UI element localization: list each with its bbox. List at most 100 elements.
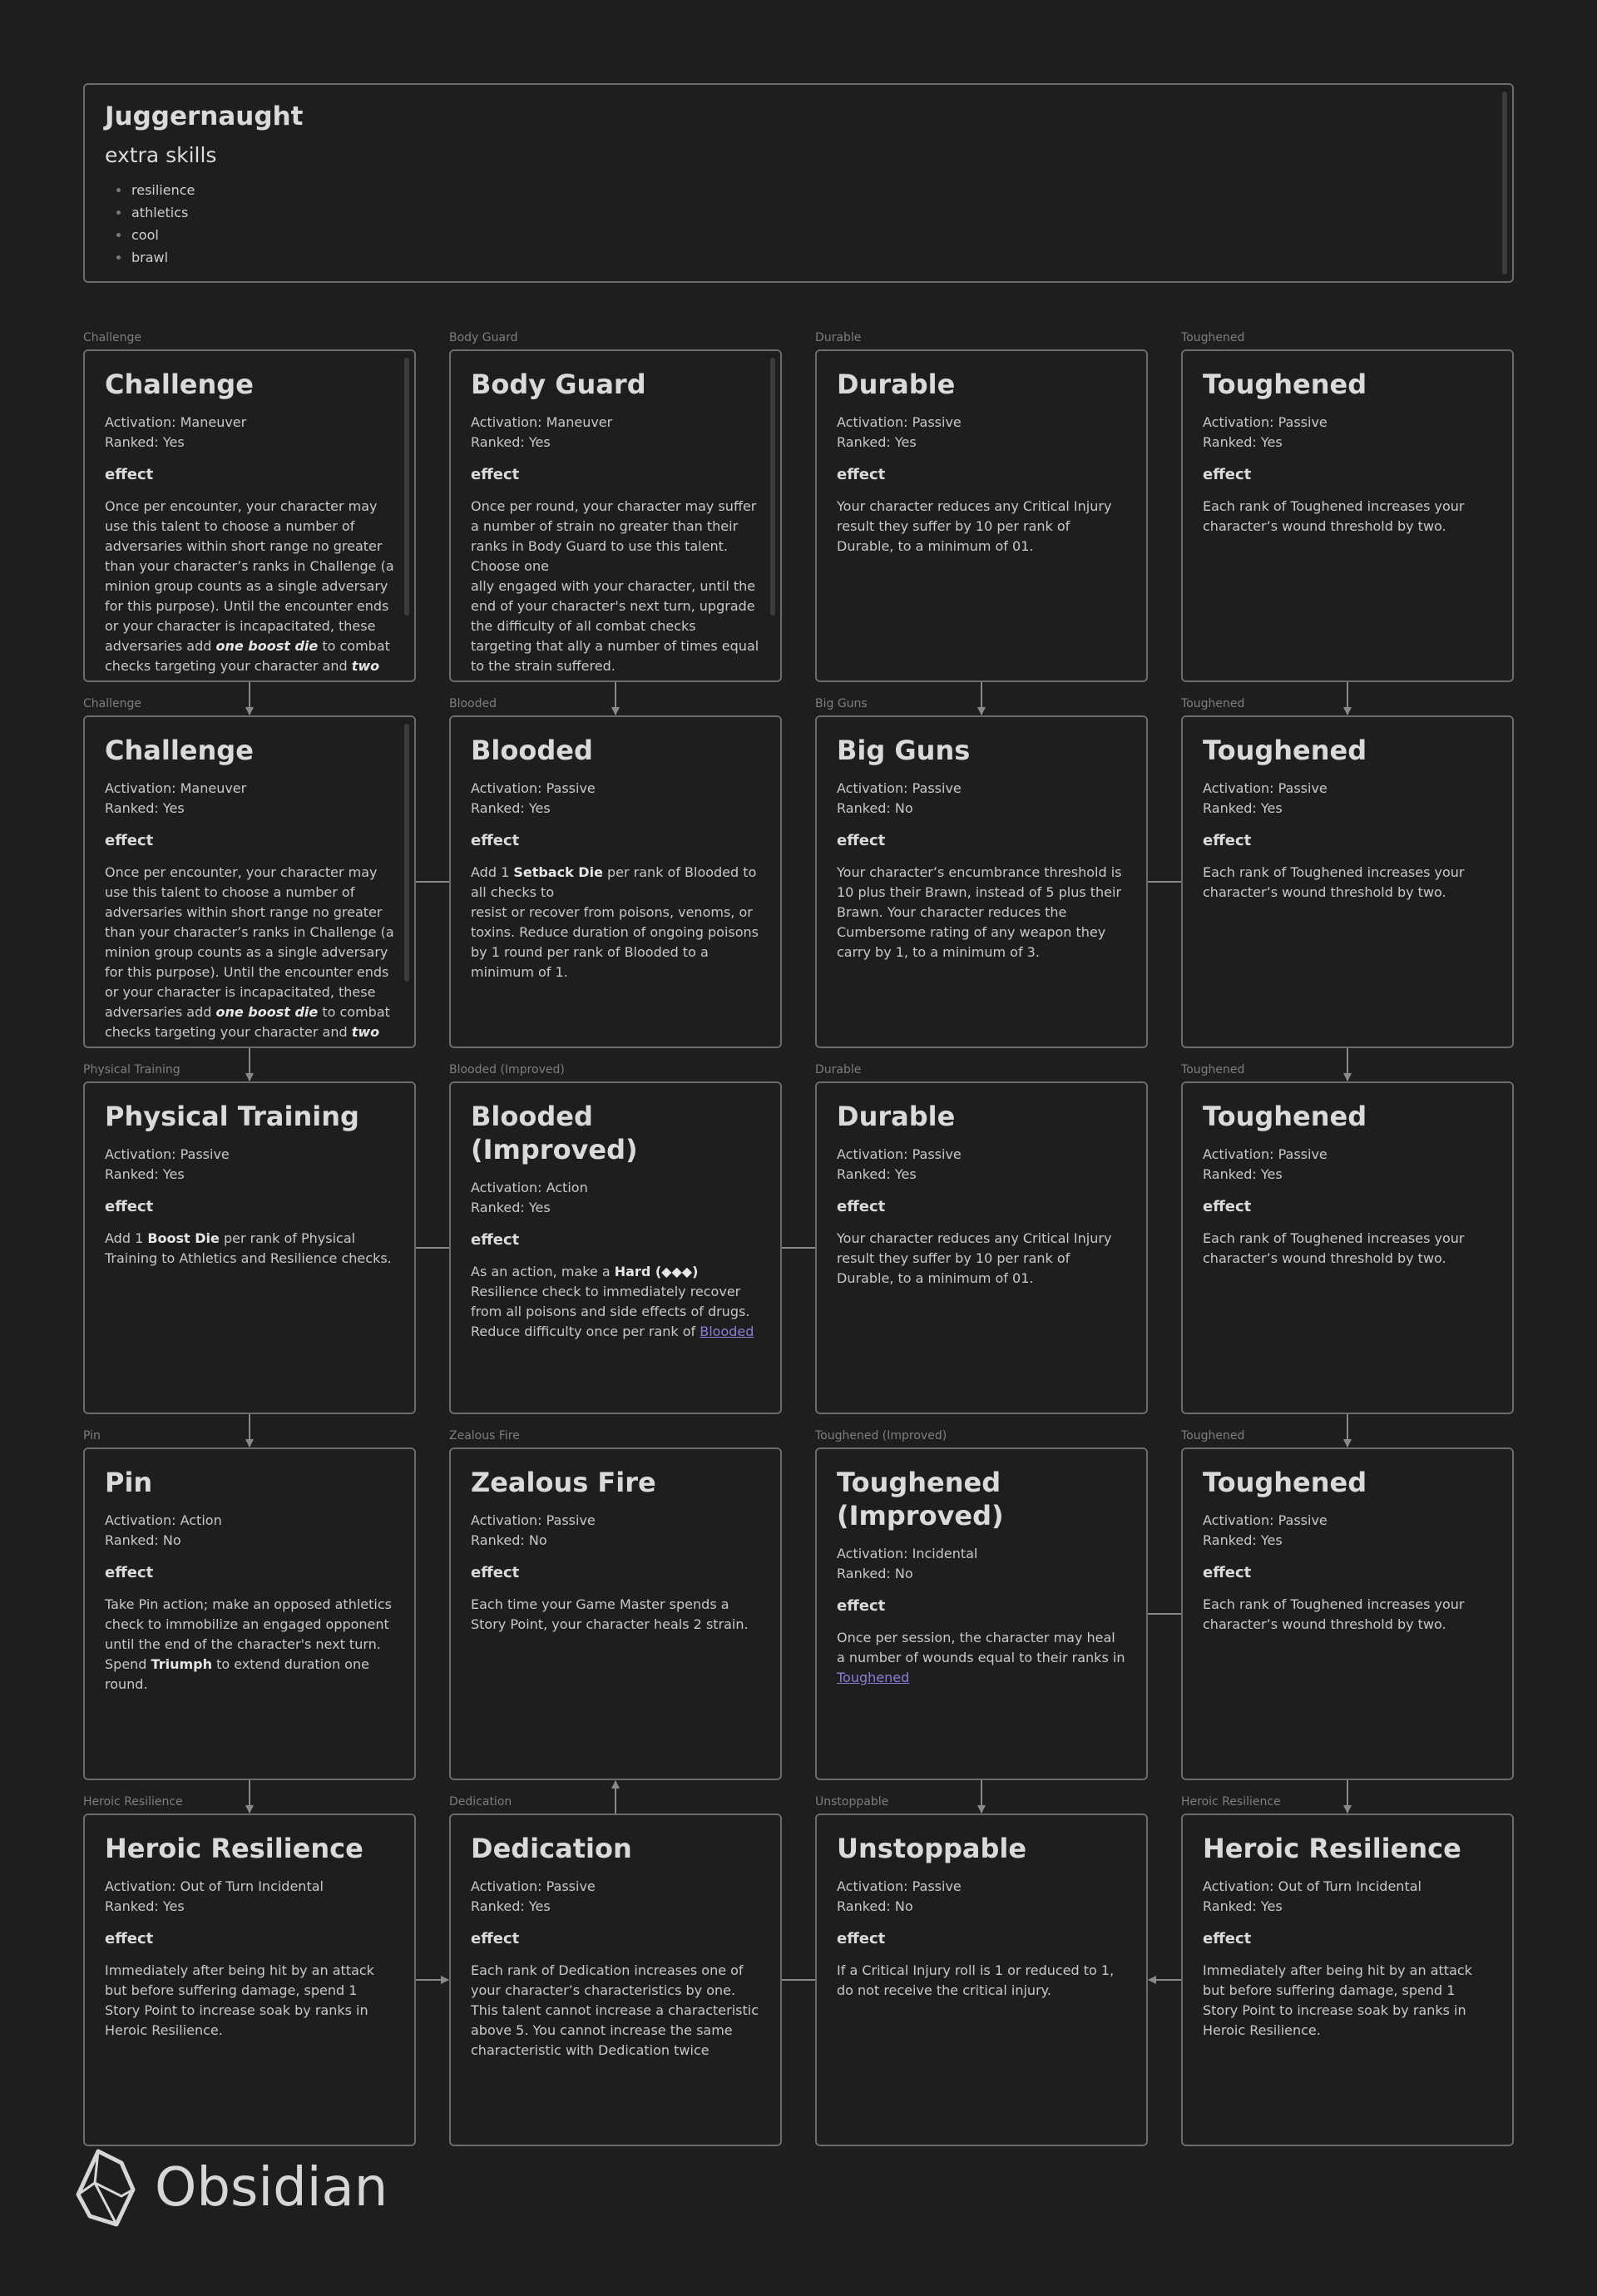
separator: : [1252, 1166, 1261, 1182]
ranked-value: Yes [162, 1166, 185, 1182]
card-scrollbar[interactable] [404, 358, 409, 616]
effect-segment: Each rank of Toughened increases your ch… [1203, 1230, 1465, 1266]
effect-segment: Add 1 [471, 864, 514, 880]
header-scrollbar[interactable] [1502, 92, 1507, 275]
activation-value: Passive [546, 780, 596, 796]
activation-value: Passive [912, 1146, 962, 1162]
effect-heading: effect [1203, 832, 1252, 849]
skill-item: athletics [105, 201, 1492, 224]
separator: : [171, 1878, 180, 1894]
effect-segment: per rank of Physical Training to Athleti… [105, 1230, 392, 1266]
ranked-label: Ranked [1203, 434, 1253, 450]
ranked-label: Ranked [471, 800, 521, 816]
separator: : [537, 1512, 546, 1528]
internal-link[interactable]: Blooded [700, 1324, 754, 1339]
separator: : [903, 1146, 912, 1162]
card-group-label: Toughened [1181, 697, 1245, 710]
activation-label: Activation [837, 1546, 904, 1561]
ranked-value: Yes [162, 800, 185, 816]
separator: : [537, 414, 546, 430]
effect-text: Immediately after being hit by an attack… [105, 1961, 394, 2041]
activation-label: Activation [105, 414, 172, 430]
separator: : [886, 800, 895, 816]
ranked-label: Ranked [105, 1166, 155, 1182]
activation-label: Activation [105, 1512, 172, 1528]
effect-heading: effect [471, 466, 520, 483]
activation-label: Activation [1203, 414, 1270, 430]
ranked-label: Ranked [1203, 800, 1253, 816]
effect-segment: Resilience check to immediately recover … [471, 1284, 750, 1339]
skills-list: resilience athletics cool brawl [105, 179, 1492, 269]
header-subtitle: extra skills [105, 143, 217, 167]
card-group-label: Challenge [83, 331, 141, 344]
effect-segment: Each rank of Toughened increases your ch… [1203, 1596, 1465, 1632]
ranked-line: Ranked: No [837, 799, 1126, 819]
separator: : [154, 1898, 163, 1914]
effect-heading: effect [837, 832, 886, 849]
separator: : [154, 434, 163, 450]
separator: : [903, 1878, 912, 1894]
internal-link[interactable]: Toughened [837, 1670, 910, 1685]
card-group-label: Zealous Fire [449, 1429, 520, 1442]
activation-line: Activation: Passive [1203, 1145, 1492, 1165]
effect-text: Your character reduces any Critical Inju… [837, 1229, 1126, 1289]
separator: : [171, 1146, 180, 1162]
card-group-label: Toughened [1181, 1063, 1245, 1076]
obsidian-branding: Obsidian [73, 2146, 388, 2229]
card-group-label: Blooded [449, 697, 497, 710]
effect-text: Add 1 Boost Die per rank of Physical Tra… [105, 1229, 394, 1269]
separator: : [1269, 780, 1278, 796]
talent-title: Durable [837, 369, 956, 400]
activation-value: Passive [912, 414, 962, 430]
card-scrollbar[interactable] [770, 358, 775, 616]
card-group-label: Body Guard [449, 331, 518, 344]
card-scrollbar[interactable] [404, 724, 409, 982]
effect-heading: effect [837, 1597, 886, 1615]
ranked-line: Ranked: Yes [105, 433, 394, 453]
effect-heading: effect [837, 1930, 886, 1947]
ranked-value: Yes [528, 434, 551, 450]
ranked-line: Ranked: Yes [837, 1165, 1126, 1185]
separator: : [886, 434, 895, 450]
ranked-value: No [894, 800, 913, 816]
effect-segment: Each rank of Toughened increases your ch… [1203, 498, 1465, 534]
talent-title: Big Guns [837, 735, 971, 766]
bold-term: Triumph [151, 1656, 212, 1672]
effect-heading: effect [105, 1564, 154, 1581]
separator: : [520, 1532, 529, 1548]
activation-label: Activation [471, 1180, 538, 1195]
effect-segment: Once per encounter, your character may u… [105, 864, 394, 1020]
card-group-label: Toughened (Improved) [815, 1429, 947, 1442]
separator: : [520, 800, 529, 816]
effect-segment: Once per encounter, your character may u… [105, 498, 394, 654]
activation-value: Passive [1278, 1146, 1328, 1162]
header-card[interactable]: Juggernaught extra skills resilience ath… [83, 83, 1514, 283]
card-group-label: Unstoppable [815, 1795, 889, 1809]
effect-heading: effect [105, 466, 154, 483]
ranked-line: Ranked: Yes [105, 1165, 394, 1185]
effect-text: If a Critical Injury roll is 1 or reduce… [837, 1961, 1126, 2001]
talent-card[interactable]: Toughened (Improved)Activation: Incident… [815, 1447, 1148, 1780]
separator: : [1252, 800, 1261, 816]
ranked-label: Ranked [471, 434, 521, 450]
